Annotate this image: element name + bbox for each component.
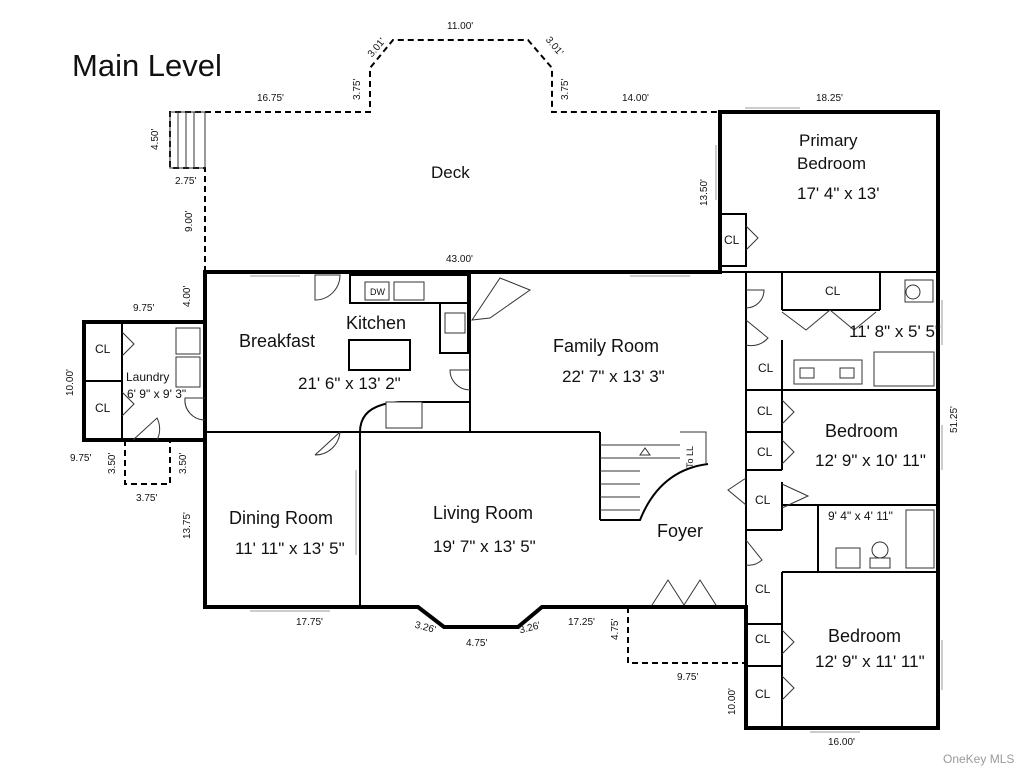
- room-bedroom-3: Bedroom: [828, 626, 901, 646]
- dim-living-bottom: 17.25': [568, 617, 595, 628]
- room-dining: Dining Room: [229, 508, 333, 528]
- deck-stairs: [169, 111, 206, 169]
- closet-label-laundry-1: CL: [95, 342, 111, 356]
- room-kitchen-size: 21' 6" x 13' 2": [298, 374, 401, 393]
- room-laundry-size: 6' 9" x 9' 3": [127, 387, 186, 401]
- dim-laundry-bottom: 9.75': [70, 453, 91, 464]
- dim-stair-depth: 4.50': [150, 129, 161, 150]
- closet-label-primary: CL: [724, 233, 740, 247]
- room-breakfast: Breakfast: [239, 331, 315, 351]
- to-lower-level-label: To LL: [685, 446, 695, 468]
- room-deck: Deck: [431, 163, 470, 182]
- dim-dining-side: 13.75': [182, 512, 193, 539]
- dim-bay-bottom: 4.75': [466, 638, 487, 649]
- closet-label-bed3-2: CL: [755, 687, 771, 701]
- deck-outline: [169, 39, 720, 272]
- dim-deck-top: 11.00': [447, 21, 473, 32]
- closet-label-laundry-2: CL: [95, 401, 111, 415]
- closet-label-bed2-1: CL: [757, 404, 773, 418]
- room-bath-2-size: 9' 4" x 4' 11": [828, 509, 893, 523]
- room-living: Living Room: [433, 503, 533, 523]
- dim-laundry-step-right: 3.50': [178, 453, 189, 474]
- dim-deck-side-right: 3.75': [560, 79, 571, 100]
- room-primary-size: 17' 4" x 13': [797, 184, 879, 203]
- dim-deck-step: 4.00': [182, 286, 193, 307]
- dim-deck-lower-left: 9.00': [184, 211, 195, 232]
- room-labels: Deck Primary Bedroom 17' 4" x 13' 11' 8"…: [126, 131, 941, 671]
- room-bedroom-3-size: 12' 9" x 11' 11": [815, 652, 925, 671]
- room-laundry: Laundry: [126, 370, 169, 384]
- room-dining-size: 11' 11" x 13' 5": [235, 539, 345, 558]
- dim-deck-side-left: 3.75': [352, 79, 363, 100]
- room-bedroom-2-size: 12' 9" x 10' 11": [815, 451, 926, 470]
- closet-label-bed3-1: CL: [755, 632, 771, 646]
- room-foyer: Foyer: [657, 521, 703, 541]
- porch-outlines: [124, 440, 746, 664]
- dim-laundry-step-left: 3.50': [107, 453, 118, 474]
- dim-bay-right: 3.26': [518, 620, 542, 636]
- closet-labels: CL CL CL CL CL CL CL CL CL CL CL: [95, 233, 841, 701]
- windows: [250, 107, 943, 733]
- dishwasher-label: DW: [370, 287, 385, 297]
- dim-bedroom3-bottom: 16.00': [828, 737, 855, 748]
- dim-bedroom3-side: 10.00': [727, 688, 738, 715]
- dim-laundry-top: 9.75': [133, 303, 154, 314]
- kitchen-fixtures: DW: [348, 274, 532, 429]
- floor-title: Main Level: [72, 48, 222, 83]
- dim-porch-bottom: 9.75': [677, 672, 698, 683]
- dim-primary-top: 18.25': [816, 93, 843, 104]
- dim-bay-left: 3.26': [413, 620, 437, 636]
- dim-stair-width: 2.75': [175, 176, 196, 187]
- closet-label-hall-3: CL: [755, 582, 771, 596]
- closet-label-bed2-2: CL: [757, 445, 773, 459]
- dim-deck-left: 16.75': [257, 93, 284, 104]
- room-primary-line1: Primary: [799, 131, 858, 150]
- room-primary-bath-size: 11' 8" x 5' 5": [849, 322, 941, 341]
- dim-right-overall: 51.25': [949, 406, 960, 433]
- dim-laundry-side: 10.00': [65, 369, 76, 396]
- interior-walls: [84, 213, 938, 728]
- dim-deck-right: 14.00': [622, 93, 649, 104]
- room-living-size: 19' 7" x 13' 5": [433, 537, 536, 556]
- watermark: OneKey MLS: [943, 752, 1014, 766]
- room-family: Family Room: [553, 336, 659, 356]
- room-bedroom-2: Bedroom: [825, 421, 898, 441]
- room-kitchen: Kitchen: [346, 313, 406, 333]
- dim-laundry-step-bottom: 3.75': [136, 493, 157, 504]
- dim-porch-side: 4.75': [610, 619, 621, 640]
- dim-deck-right-side: 13.50': [699, 179, 710, 206]
- closet-label-primary-bath: CL: [825, 284, 841, 298]
- closet-label-hall-1: CL: [758, 361, 774, 375]
- exterior-walls: [82, 110, 940, 730]
- dim-dining-bottom: 17.75': [296, 617, 323, 628]
- bath-fixtures: [793, 279, 935, 569]
- dim-deck-diag-right: 3.01': [543, 35, 565, 59]
- room-family-size: 22' 7" x 13' 3": [562, 367, 665, 386]
- staircase: To LL: [599, 431, 709, 521]
- kitchen-island: [348, 339, 411, 371]
- room-primary-line2: Bedroom: [797, 154, 866, 173]
- dimension-labels: 11.00' 3.01' 3.01' 3.75' 3.75' 16.75' 14…: [65, 21, 960, 748]
- door-swings: [121, 225, 877, 701]
- dim-deck-bottom: 43.00': [446, 254, 473, 265]
- dim-deck-diag-left: 3.01': [366, 36, 388, 60]
- closet-label-hall-2: CL: [755, 493, 771, 507]
- laundry-fixtures: [175, 327, 201, 388]
